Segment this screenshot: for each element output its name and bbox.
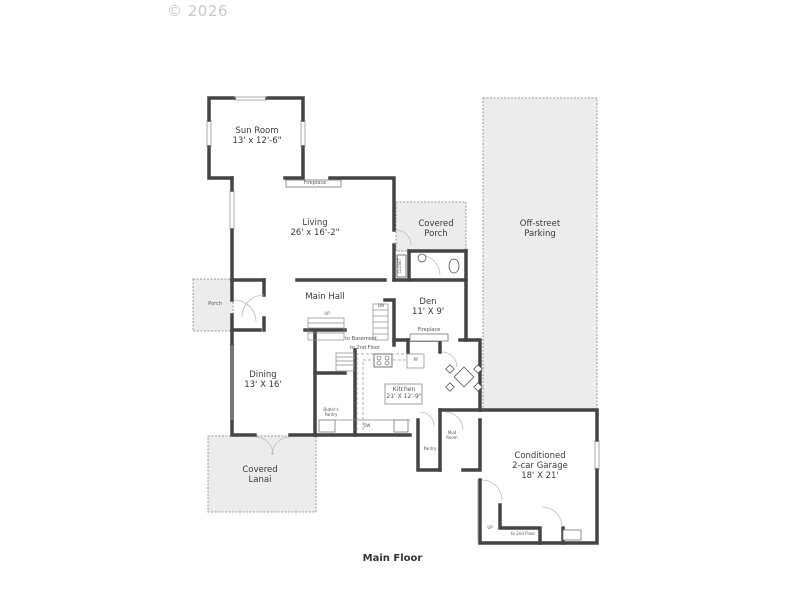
butlers-pantry-name2: Pantry	[324, 411, 338, 417]
kitchen-label: Kitchen 21' X 12'-9"	[383, 386, 425, 401]
living-fireplace-label: Fireplace	[303, 180, 327, 186]
off-street-parking-area	[482, 97, 598, 411]
den-name: Den	[419, 297, 437, 307]
floor-title: Main Floor	[362, 553, 423, 564]
refrigerator-label: RF	[413, 357, 419, 362]
sun-room-size: 13' x 12'-6"	[232, 135, 282, 146]
garage-name2: 2-car Garage	[512, 460, 568, 471]
covered-porch-area	[395, 201, 467, 252]
garage-label: Conditioned 2-car Garage 18' X 21'	[500, 451, 580, 481]
kitchen-size: 21' X 12'-9"	[386, 392, 422, 400]
sun-room-label: Sun Room 13' x 12'-6"	[222, 126, 292, 147]
den-label: Den 11' X 9'	[398, 297, 458, 318]
closet-label: CLOSET	[397, 258, 402, 274]
den-fireplace-label: Fireplace	[417, 327, 441, 333]
dining-name: Dining	[249, 370, 277, 380]
parking-name2: Parking	[524, 228, 556, 239]
parking-name: Off-street	[519, 219, 561, 229]
stairs-up-label: UP	[324, 311, 330, 316]
mud-room-label: Mud Room	[442, 430, 462, 440]
covered-lanai-label: Covered Lanai	[230, 465, 290, 486]
dishwasher-label: DW	[363, 423, 371, 428]
covered-porch-label: Covered Porch	[406, 219, 466, 240]
living-label: Living 26' x 16'-2"	[280, 218, 350, 239]
main-hall-label: Main Hall	[305, 292, 345, 302]
living-size: 26' x 16'-2"	[290, 227, 340, 238]
pantry-label: Pantry	[423, 446, 437, 451]
porch-area	[192, 278, 234, 332]
garage-size: 18' X 21'	[521, 470, 559, 481]
garage-to-2nd-floor-label: to 2nd Floor	[510, 531, 536, 536]
den-size: 11' X 9'	[411, 306, 445, 317]
garage-stairs-up-label: UP	[487, 525, 493, 530]
sun-room-name: Sun Room	[235, 126, 279, 136]
kitchen-name: Kitchen	[392, 386, 416, 393]
covered-lanai-name: Covered	[242, 465, 278, 475]
copyright-watermark: © 2026	[167, 2, 228, 20]
butlers-pantry-label: Butler's Pantry	[316, 407, 346, 417]
to-basement-label: to Basement	[345, 336, 377, 342]
mud-room-name2: Room	[446, 434, 458, 440]
covered-lanai-name2: Lanai	[248, 474, 272, 485]
porch-label: Porch	[208, 301, 222, 307]
covered-porch-name: Covered	[418, 219, 454, 229]
off-street-parking-label: Off-street Parking	[505, 219, 575, 240]
to-2nd-floor-label: to 2nd Floor	[349, 345, 381, 351]
dining-label: Dining 13' X 16'	[233, 370, 293, 391]
stairs-dn-label: DN	[377, 303, 385, 308]
butlers-pantry-name: Butler's	[323, 407, 339, 412]
dining-size: 13' X 16'	[244, 379, 282, 390]
covered-porch-name2: Porch	[424, 228, 448, 239]
covered-lanai-area	[207, 435, 317, 513]
living-name: Living	[302, 218, 328, 228]
garage-name: Conditioned	[514, 451, 566, 461]
mud-room-name: Mud	[447, 430, 457, 435]
